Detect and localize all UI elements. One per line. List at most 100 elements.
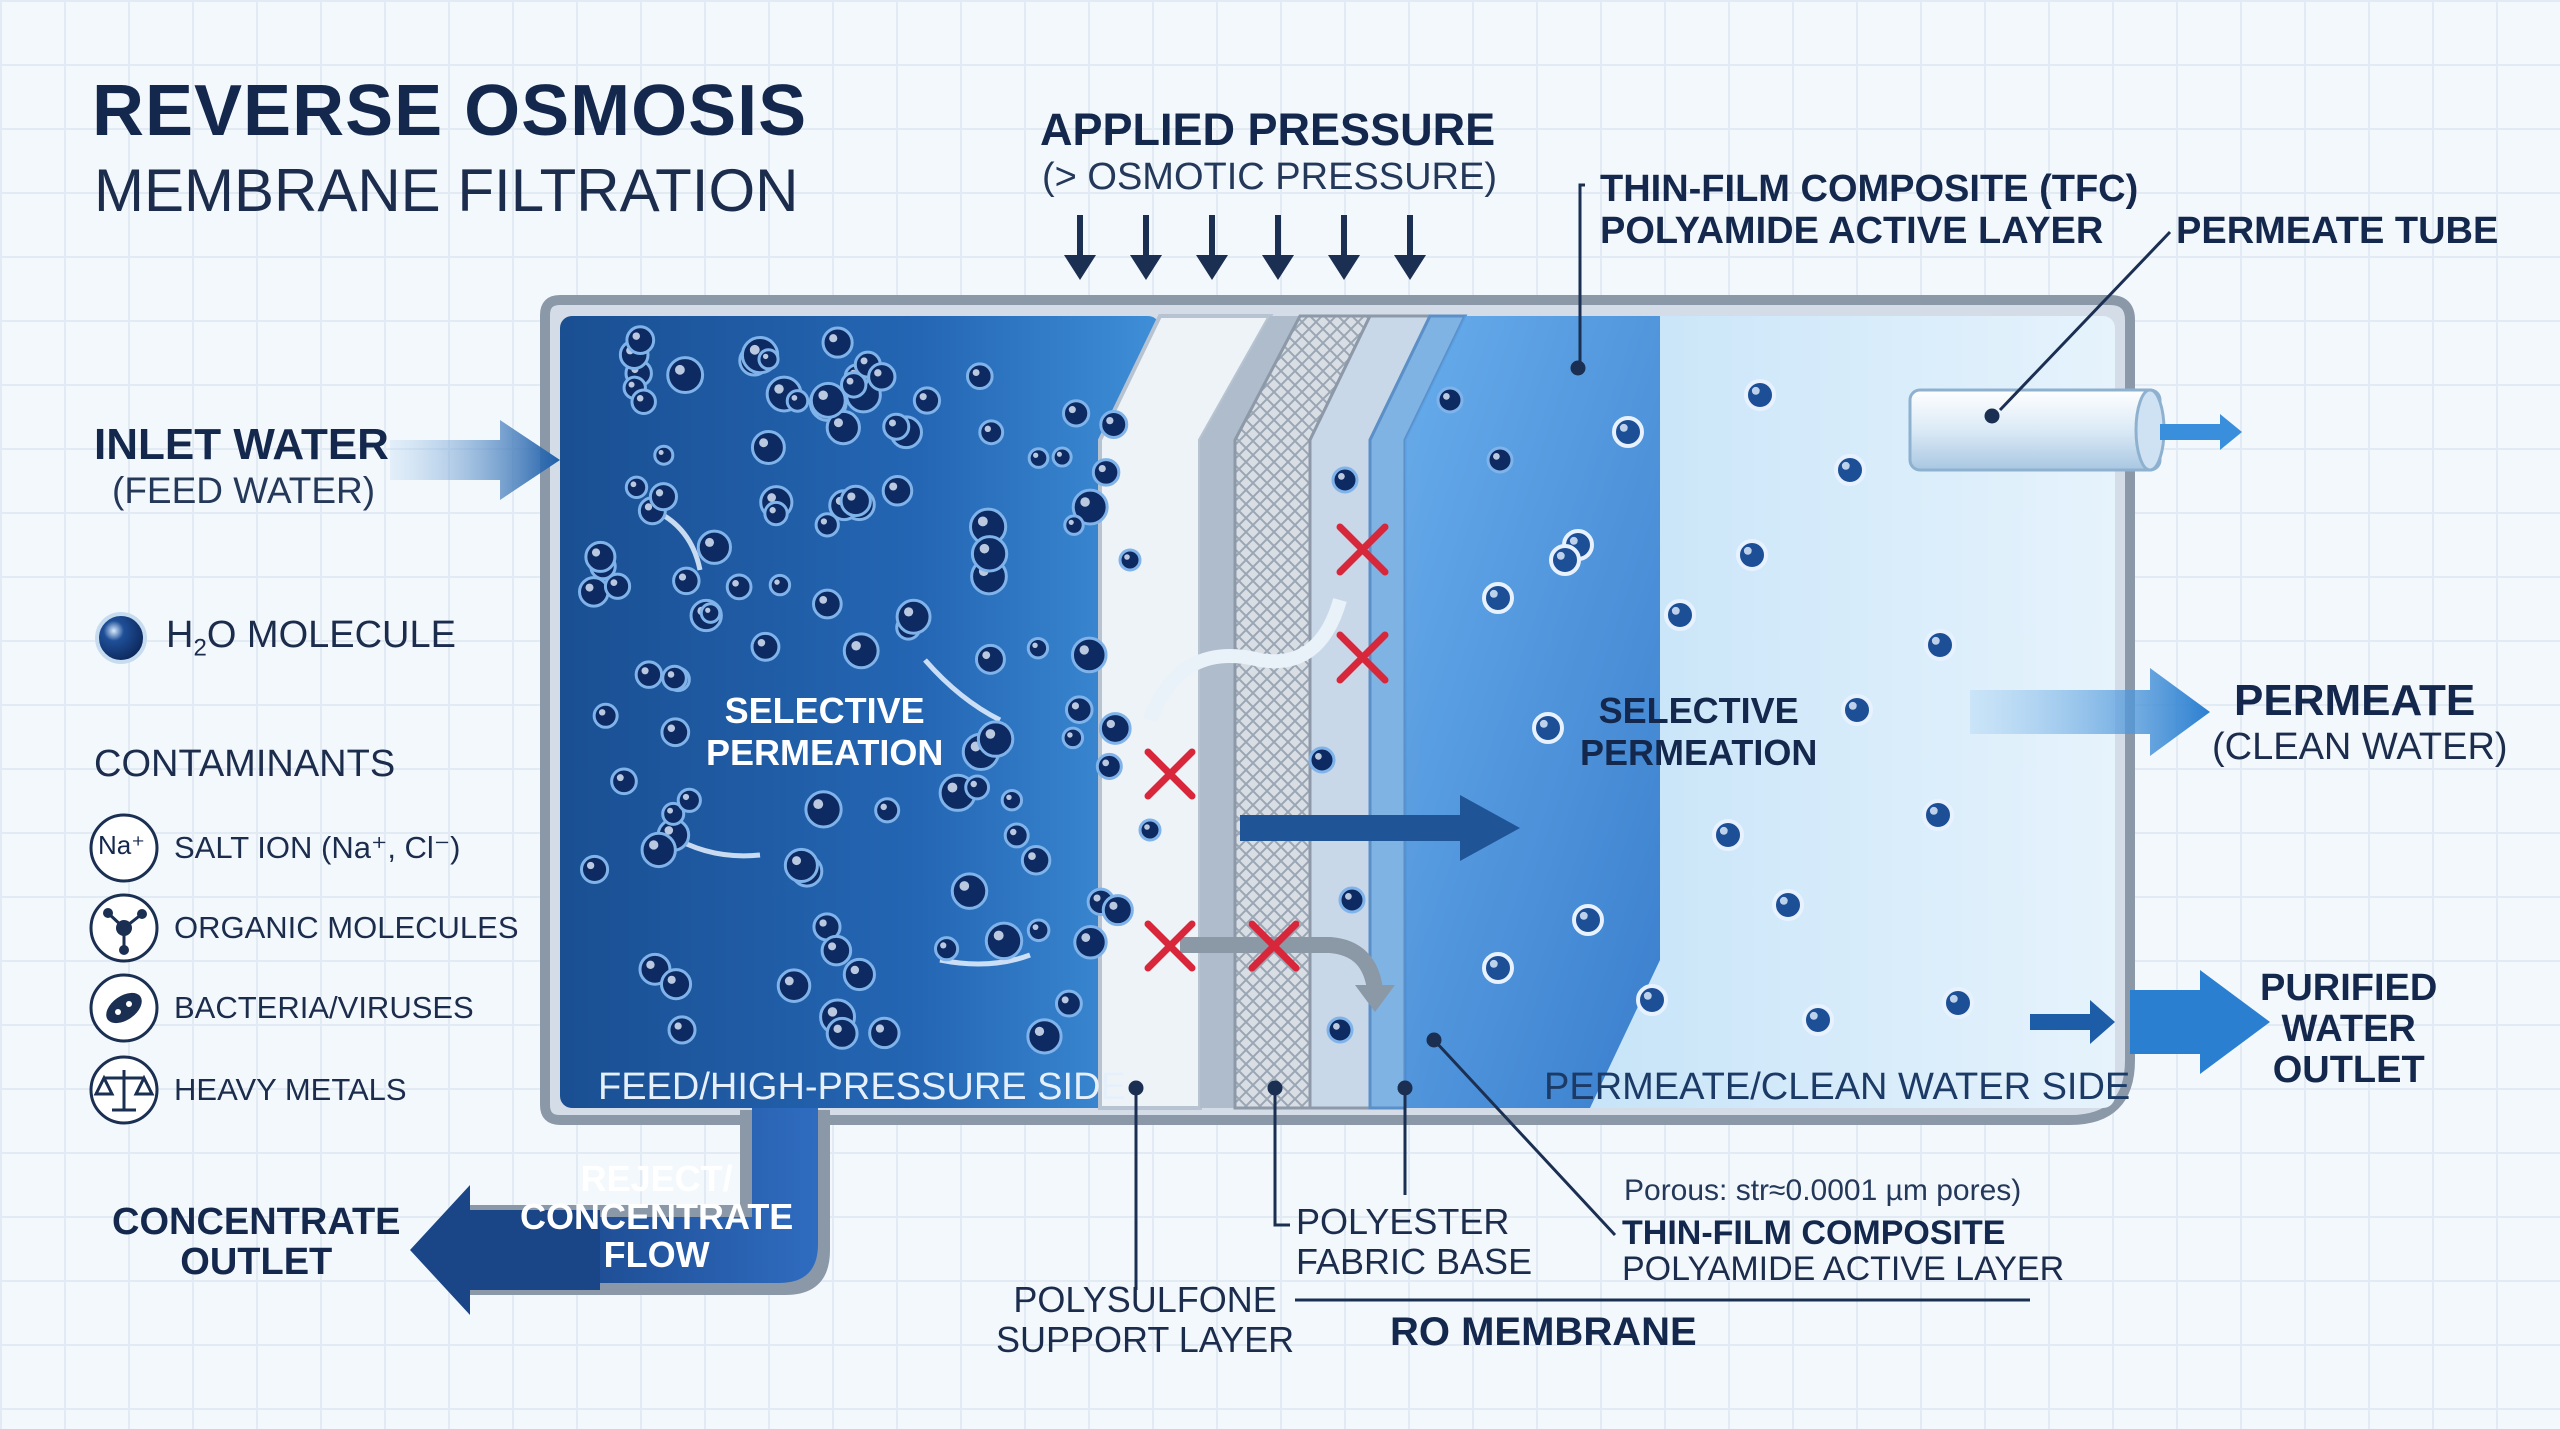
water-molecule [640,831,677,869]
title-line1: REVERSE OSMOSIS [92,71,808,151]
cross-membrane-arrow [1240,795,1520,861]
water-molecule [1070,636,1108,674]
water-molecules [578,325,1974,1055]
water-molecule [970,535,1009,573]
tfc-bottom-line2: POLYAMIDE ACTIVE LAYER [1622,1250,2065,1288]
water-molecule [964,774,991,801]
water-molecule [1064,695,1094,724]
water-molecule [1572,904,1604,936]
water-molecule [934,936,960,962]
reject-x-5 [1248,920,1300,972]
water-molecule [804,790,843,829]
clean-side-label: PERMEATE/CLEAN WATER SIDE [1544,1066,2131,1108]
water-molecule [1020,844,1052,876]
inlet-arrow [390,420,560,500]
water-molecule [895,598,932,635]
reject-x-2 [1336,631,1389,684]
water-molecule [1331,466,1359,494]
permeate-tube-end [2134,388,2166,472]
water-molecule [1338,886,1366,914]
water-molecule [1073,925,1108,960]
water-molecule [874,797,901,824]
water-molecule [661,801,686,826]
bacteria-icon [89,973,159,1043]
water-molecule [839,484,872,518]
inlet-water-label: INLET WATER [94,420,389,469]
water-molecule [881,474,914,507]
water-molecule [1138,818,1162,842]
water-molecule [1744,379,1776,411]
water-molecule [1308,746,1336,774]
water-molecule [579,854,610,884]
water-molecule [776,968,812,1003]
ro-membrane-label: RO MEMBRANE [1390,1310,1697,1354]
title-line2: MEMBRANE FILTRATION [94,157,799,224]
legend-organic: ORGANIC MOLECULES [174,910,519,945]
water-molecule [1549,544,1581,576]
reject-x-1 [1336,523,1389,576]
concentrate-outlet-arrow [410,1185,600,1315]
legend-heavy-metals: HEAVY METALS [174,1072,407,1107]
water-molecule [1027,447,1050,469]
water-molecule [820,934,853,967]
water-molecule [750,430,786,465]
water-molecule [1026,918,1051,943]
water-molecule [785,389,810,413]
water-molecule [814,512,840,538]
water-molecule [1922,799,1954,831]
rejected-flow-arrow [1143,597,1347,723]
tfc-label-line1: THIN-FILM COMPOSITE (TFC) [1600,168,2139,210]
water-molecule [1841,694,1873,726]
water-molecule [603,572,632,600]
reject-x-3 [1144,748,1196,800]
rejected-flow-arrow-2 [1180,937,1383,992]
purified-outlet-arrow [2130,970,2270,1074]
water-molecule [768,573,792,597]
applied-pressure-sub: (> OSMOTIC PRESSURE) [1042,156,1497,198]
water-molecule [667,1015,697,1045]
water-molecule [1061,399,1091,428]
reject-x-4 [1144,920,1196,972]
water-molecule [661,664,688,692]
water-molecule [676,787,702,813]
water-molecule [634,660,664,689]
water-molecule [653,444,675,466]
water-molecule [1326,1016,1354,1044]
water-molecule [648,482,678,512]
water-molecule [882,412,911,441]
h2o-molecule-legend-icon [95,612,147,664]
water-molecule [1664,599,1696,631]
water-molecule [660,717,691,748]
water-molecule [1942,987,1974,1019]
water-molecule [1436,386,1464,414]
h2o-legend-label: H2O MOLECULE [166,614,456,662]
water-molecule [912,386,942,415]
contaminants-title: CONTAMINANTS [94,743,396,785]
water-molecule [630,388,657,416]
tube-flow-arrow [2160,414,2242,450]
water-molecule [1063,514,1085,536]
feed-side-label: FEED/HIGH-PRESSURE SIDE [598,1066,1126,1108]
water-molecule [1071,488,1109,526]
permeate-small-arrow [2030,1000,2115,1044]
water-molecule [978,419,1005,446]
permeate-arrow [1970,668,2210,756]
porous-note: Porous: str≈0.0001 µm pores) [1624,1174,2022,1207]
water-molecule [809,381,847,419]
water-molecule [839,371,868,399]
water-molecule [1532,712,1564,744]
water-molecule [750,631,781,662]
permeate-tube-label: PERMEATE TUBE [2176,210,2499,252]
water-molecule [757,348,780,371]
water-molecule [1091,458,1121,487]
water-molecule [592,702,619,729]
water-molecule [1054,989,1083,1018]
water-molecule [625,325,656,355]
water-molecule [825,1016,859,1050]
water-molecule [825,409,861,446]
